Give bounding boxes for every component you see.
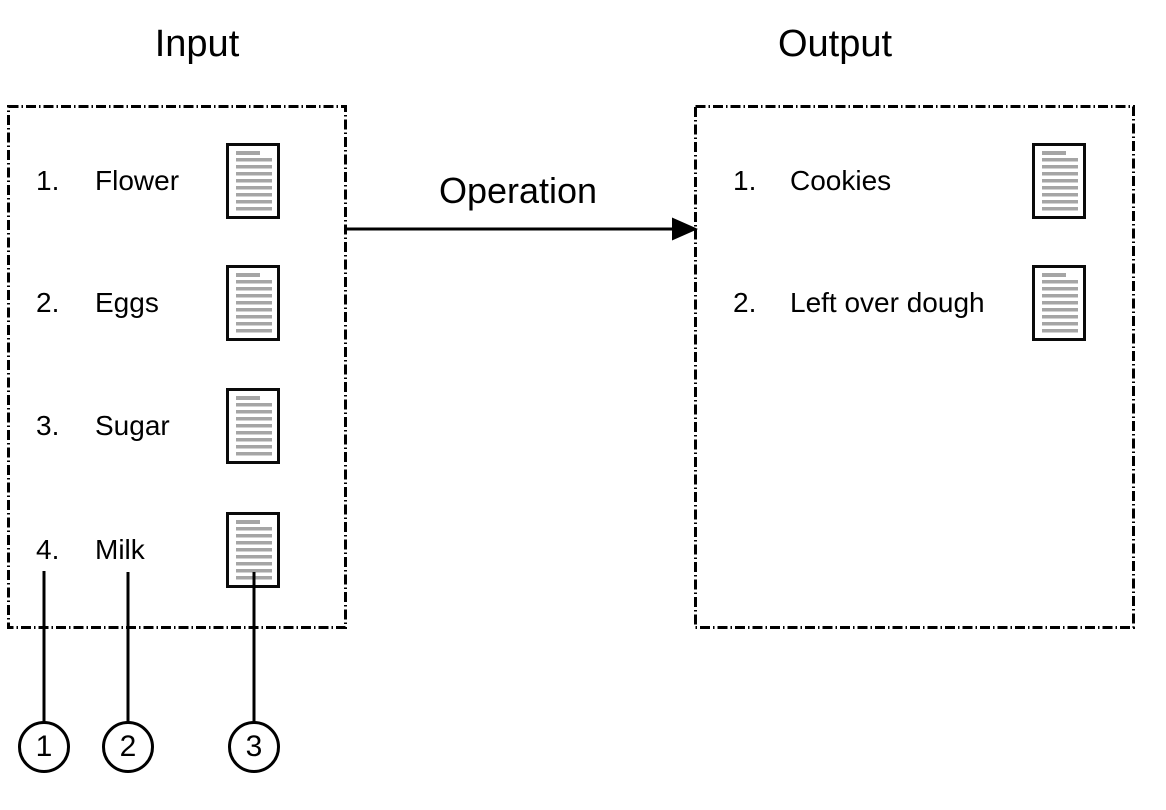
- callout-circle-2: 2: [102, 721, 154, 773]
- operation-arrow-head: [672, 217, 698, 241]
- document-text-line: [1042, 151, 1066, 155]
- input-item-row: 2. Eggs: [8, 265, 346, 341]
- document-icon: [1032, 143, 1086, 219]
- callout-circle-3: 3: [228, 721, 280, 773]
- input-item-number: 4.: [36, 534, 60, 565]
- output-item-label: Cookies: [790, 165, 892, 196]
- input-item-label: Eggs: [95, 287, 159, 318]
- input-title: Input: [154, 23, 240, 65]
- output-item-number: 1.: [733, 165, 757, 196]
- output-item-number: 2.: [733, 287, 757, 318]
- document-text-lines: [1042, 280, 1078, 333]
- input-item-row: 4. Milk: [8, 512, 346, 588]
- callout-circle-1: 1: [18, 721, 70, 773]
- callout-number: 2: [119, 730, 137, 763]
- document-text-line: [236, 520, 260, 524]
- document-text-lines: [236, 158, 272, 211]
- output-item-label: Left over dough: [790, 287, 985, 318]
- document-text-line: [236, 151, 260, 155]
- input-item-number: 1.: [36, 165, 60, 196]
- document-icon: [1032, 265, 1086, 341]
- input-item-number: 2.: [36, 287, 60, 318]
- output-title: Output: [777, 23, 893, 65]
- input-item-row: 3. Sugar: [8, 388, 346, 464]
- document-text-lines: [236, 403, 272, 456]
- document-icon: [226, 512, 280, 588]
- callout-number: 3: [245, 730, 263, 763]
- input-item-label: Sugar: [95, 410, 170, 441]
- operation-label: Operation: [438, 170, 598, 211]
- document-text-line: [236, 273, 260, 277]
- input-item-number: 3.: [36, 410, 60, 441]
- input-item-row: 1. Flower: [8, 143, 346, 219]
- document-text-lines: [236, 280, 272, 333]
- output-item-row: 2. Left over dough: [695, 265, 1134, 341]
- callout-number: 1: [35, 730, 53, 763]
- document-icon: [226, 388, 280, 464]
- document-icon: [226, 143, 280, 219]
- document-text-line: [1042, 273, 1066, 277]
- input-item-label: Flower: [95, 165, 180, 196]
- output-item-row: 1. Cookies: [695, 143, 1134, 219]
- document-text-line: [236, 396, 260, 400]
- document-text-lines: [236, 527, 272, 580]
- document-text-lines: [1042, 158, 1078, 211]
- document-icon: [226, 265, 280, 341]
- input-item-label: Milk: [95, 534, 145, 565]
